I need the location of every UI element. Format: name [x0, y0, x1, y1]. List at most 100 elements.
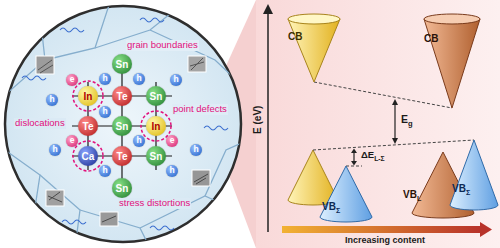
tem-image: [36, 56, 54, 74]
hole-carrier: h: [46, 94, 58, 106]
atom-symbol: h: [136, 136, 141, 145]
hole-carrier: h: [190, 144, 202, 156]
hole-carrier: h: [133, 135, 145, 147]
text-part: E: [401, 113, 408, 125]
grain-circle: [5, 6, 241, 242]
cone-shape: [450, 140, 498, 210]
atom-symbol: h: [136, 74, 141, 83]
cone-shape: [320, 166, 372, 222]
atom-symbol: Te: [83, 121, 94, 132]
atom-symbol: e: [70, 75, 75, 84]
gap-label: Eg: [400, 113, 414, 129]
band-label: CB: [288, 31, 302, 42]
defect-ring: [73, 141, 103, 171]
atom-sphere: Te: [112, 86, 132, 106]
grain-boundary-line: [5, 15, 45, 95]
defect-ring: [73, 81, 103, 111]
atom-symbol: h: [102, 107, 107, 116]
atom-symbol: e: [70, 136, 75, 145]
text-part: VB: [403, 189, 417, 200]
atom-symbol: Sn: [150, 91, 163, 102]
annotation-label: dislocations: [14, 118, 66, 129]
trend-label: Increasing content: [344, 235, 426, 245]
grain-boundaries: [5, 2, 248, 248]
tem-image-detail: [38, 60, 53, 73]
text-part: VB: [452, 183, 466, 194]
band-label: CB: [424, 33, 438, 44]
band-label: VBL: [403, 189, 421, 203]
arrow-head: [480, 222, 492, 237]
cone-body: [320, 166, 372, 222]
atom-symbol: Sn: [150, 151, 163, 162]
atom-sphere: Sn: [146, 146, 166, 166]
atom-sphere: In: [78, 86, 98, 106]
tem-image-detail: [102, 216, 116, 222]
arrow-head: [351, 161, 357, 166]
subscript: Σ: [336, 206, 340, 215]
text-part: VB: [322, 201, 336, 212]
atom-symbol: h: [102, 74, 107, 83]
atom-symbol: Sn: [116, 59, 129, 70]
phonon-wave: [150, 226, 174, 230]
guide-line: [346, 166, 362, 167]
atom-symbol: h: [173, 75, 178, 84]
tem-thumbnails: [36, 56, 210, 226]
arrow-head: [392, 99, 398, 105]
axis-label: E (eV): [252, 105, 264, 135]
cone-shape: [424, 14, 480, 108]
atom-symbol: e: [170, 136, 175, 145]
grain-boundary-line: [40, 175, 80, 248]
grain-boundary-line: [80, 210, 150, 248]
atom-sphere: Sn: [112, 178, 132, 198]
tem-image: [46, 190, 64, 206]
arrow-head: [263, 4, 273, 14]
atom-symbol: In: [84, 91, 93, 102]
atom-sphere: Sn: [112, 54, 132, 74]
band-label: VBΣ: [452, 183, 470, 197]
phonon-wave: [204, 126, 228, 130]
electron-carrier: e: [166, 135, 178, 147]
atom-symbol: Te: [117, 151, 128, 162]
grain-boundary-line: [205, 140, 248, 196]
cone-body: [450, 140, 498, 210]
valence-band-cone: VBΣ: [320, 166, 372, 222]
atom-sphere: Sn: [112, 116, 132, 136]
atom-symbol: h: [49, 95, 54, 104]
tem-image: [192, 170, 210, 186]
lattice-bonds: [72, 64, 172, 188]
defect-rings: [73, 81, 171, 171]
phonon-wave: [62, 220, 86, 224]
hole-carrier: h: [133, 73, 145, 85]
cone-shape: [288, 14, 340, 82]
grain-boundary-line: [45, 2, 110, 60]
atom-symbol: Te: [117, 91, 128, 102]
atom-sphere: Te: [112, 146, 132, 166]
annotation-label: point defects: [172, 104, 228, 115]
hole-carrier: h: [99, 106, 111, 118]
annotation-label: grain boundaries: [126, 40, 199, 51]
arrow-head: [392, 138, 398, 144]
tem-image-detail: [194, 174, 208, 184]
hole-carrier: h: [166, 165, 178, 177]
atom-symbol: Ca: [82, 151, 95, 162]
tem-image-detail: [190, 58, 204, 70]
hole-carrier: h: [49, 144, 61, 156]
arrow-head: [351, 149, 357, 154]
atom-symbol: Sn: [116, 121, 129, 132]
cone-rim: [288, 14, 340, 24]
conduction-band-cone: CB: [424, 14, 480, 108]
atom-sphere: In: [146, 116, 166, 136]
electron-carrier: e: [66, 74, 78, 86]
energy-axis: [267, 12, 269, 232]
conduction-band-cone: CB: [288, 14, 340, 82]
zoom-panel: [256, 0, 500, 248]
atom-symbol: h: [52, 145, 57, 154]
atom-sphere: Ca: [78, 146, 98, 166]
guide-connector: [314, 82, 452, 108]
atom-sphere: Te: [78, 116, 98, 136]
atom-symbol: h: [193, 145, 198, 154]
offset-label: ΔEL-Σ: [360, 150, 386, 163]
grain-boundary-line: [150, 30, 245, 88]
